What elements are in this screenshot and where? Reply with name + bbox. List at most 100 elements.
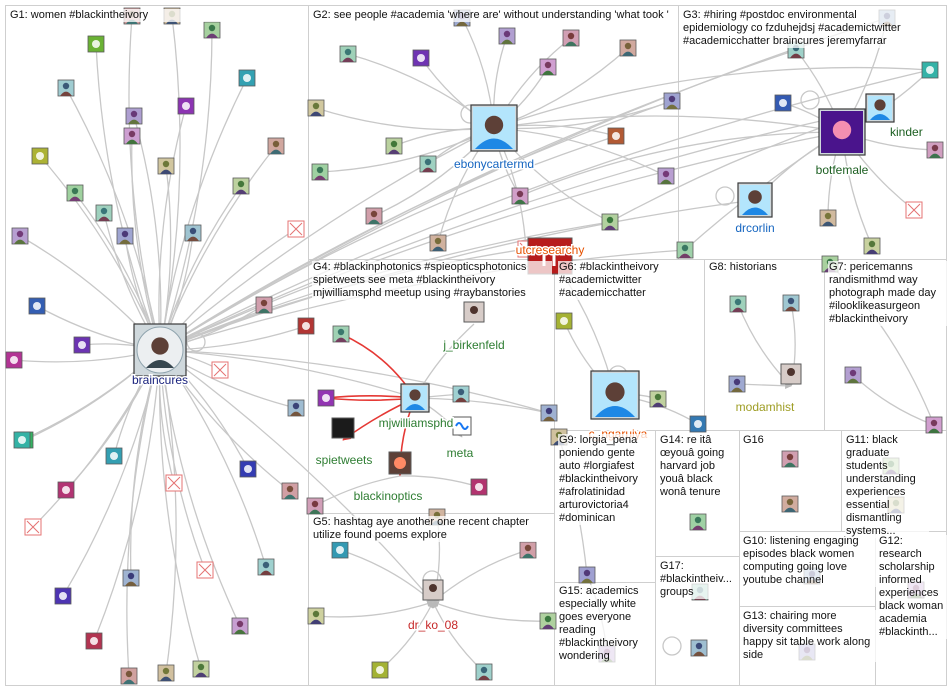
node-avatar[interactable] bbox=[371, 661, 389, 679]
node-avatar[interactable] bbox=[87, 35, 105, 53]
node-avatar[interactable] bbox=[470, 478, 488, 496]
node-avatar[interactable] bbox=[331, 541, 349, 559]
node-avatar[interactable] bbox=[11, 227, 29, 245]
node-avatar[interactable] bbox=[339, 45, 357, 63]
node-kinder[interactable] bbox=[865, 93, 895, 123]
node-avatar[interactable] bbox=[498, 27, 516, 45]
node-avatar[interactable] bbox=[475, 663, 493, 681]
node-ebonycartermd[interactable] bbox=[470, 104, 518, 152]
node-avatar[interactable] bbox=[412, 49, 430, 67]
node-avatar[interactable] bbox=[57, 481, 75, 499]
node-avatar[interactable] bbox=[165, 474, 183, 492]
node-avatar[interactable] bbox=[690, 639, 708, 657]
node-avatar[interactable] bbox=[196, 561, 214, 579]
node-avatar[interactable] bbox=[689, 415, 707, 433]
node-c_ngaruiya[interactable] bbox=[590, 370, 640, 420]
node-avatar[interactable] bbox=[540, 404, 558, 422]
node-avatar[interactable] bbox=[925, 416, 943, 434]
node-avatar[interactable] bbox=[287, 399, 305, 417]
node-avatar[interactable] bbox=[782, 294, 800, 312]
node-avatar[interactable] bbox=[125, 107, 143, 125]
node-avatar[interactable] bbox=[307, 99, 325, 117]
node-avatar[interactable] bbox=[676, 241, 694, 259]
node-avatar[interactable] bbox=[728, 375, 746, 393]
node-dr_ko_08[interactable] bbox=[422, 579, 444, 601]
node-braincures[interactable] bbox=[133, 323, 187, 377]
node-avatar[interactable] bbox=[28, 297, 46, 315]
node-avatar[interactable] bbox=[419, 155, 437, 173]
node-avatar[interactable] bbox=[306, 497, 324, 515]
node-blackinoptics[interactable] bbox=[388, 451, 412, 475]
node-avatar[interactable] bbox=[177, 97, 195, 115]
node-avatar[interactable] bbox=[607, 127, 625, 145]
node-avatar[interactable] bbox=[5, 351, 23, 369]
node-avatar[interactable] bbox=[238, 69, 256, 87]
node-avatar[interactable] bbox=[539, 58, 557, 76]
node-avatar[interactable] bbox=[562, 29, 580, 47]
node-avatar[interactable] bbox=[287, 220, 305, 238]
node-avatar[interactable] bbox=[511, 187, 529, 205]
node-avatar[interactable] bbox=[54, 587, 72, 605]
node-avatar[interactable] bbox=[192, 660, 210, 678]
node-meta[interactable] bbox=[452, 416, 472, 436]
node-botfemale[interactable] bbox=[818, 108, 866, 156]
node-avatar[interactable] bbox=[203, 21, 221, 39]
node-avatar[interactable] bbox=[297, 317, 315, 335]
node-avatar[interactable] bbox=[689, 513, 707, 531]
node-avatar[interactable] bbox=[729, 295, 747, 313]
node-avatar[interactable] bbox=[774, 94, 792, 112]
node-avatar[interactable] bbox=[317, 389, 335, 407]
node-avatar[interactable] bbox=[863, 237, 881, 255]
node-avatar[interactable] bbox=[519, 541, 537, 559]
node-modamhist[interactable] bbox=[780, 363, 802, 385]
node-avatar[interactable] bbox=[57, 79, 75, 97]
node-avatar[interactable] bbox=[385, 137, 403, 155]
node-avatar[interactable] bbox=[555, 312, 573, 330]
node-avatar[interactable] bbox=[601, 213, 619, 231]
node-avatar[interactable] bbox=[365, 207, 383, 225]
node-avatar[interactable] bbox=[255, 296, 273, 314]
node-avatar[interactable] bbox=[844, 366, 862, 384]
node-avatar[interactable] bbox=[307, 607, 325, 625]
node-avatar[interactable] bbox=[452, 385, 470, 403]
node-avatar[interactable] bbox=[663, 92, 681, 110]
node-avatar[interactable] bbox=[157, 157, 175, 175]
node-avatar[interactable] bbox=[120, 667, 138, 685]
node-avatar[interactable] bbox=[116, 227, 134, 245]
node-avatar[interactable] bbox=[781, 450, 799, 468]
node-avatar[interactable] bbox=[122, 569, 140, 587]
node-avatar[interactable] bbox=[66, 184, 84, 202]
node-avatar[interactable] bbox=[13, 431, 31, 449]
node-drcorlin[interactable] bbox=[737, 182, 773, 218]
node-avatar[interactable] bbox=[332, 325, 350, 343]
node-avatar[interactable] bbox=[232, 177, 250, 195]
node-avatar[interactable] bbox=[239, 460, 257, 478]
node-avatar[interactable] bbox=[231, 617, 249, 635]
node-avatar[interactable] bbox=[819, 209, 837, 227]
node-avatar[interactable] bbox=[926, 141, 944, 159]
node-avatar[interactable] bbox=[157, 664, 175, 682]
node-avatar[interactable] bbox=[257, 558, 275, 576]
node-avatar[interactable] bbox=[429, 234, 447, 252]
node-avatar[interactable] bbox=[311, 163, 329, 181]
node-avatar[interactable] bbox=[539, 612, 557, 630]
node-avatar[interactable] bbox=[95, 204, 113, 222]
node-avatar[interactable] bbox=[905, 201, 923, 219]
node-avatar[interactable] bbox=[123, 127, 141, 145]
node-avatar[interactable] bbox=[85, 632, 103, 650]
node-avatar[interactable] bbox=[657, 167, 675, 185]
node-mjwilliamsphd[interactable] bbox=[400, 383, 430, 413]
node-spietweets[interactable] bbox=[331, 417, 355, 439]
node-j_birkenfeld[interactable] bbox=[463, 301, 485, 323]
node-avatar[interactable] bbox=[619, 39, 637, 57]
node-avatar[interactable] bbox=[281, 482, 299, 500]
node-avatar[interactable] bbox=[24, 518, 42, 536]
node-avatar[interactable] bbox=[73, 336, 91, 354]
node-avatar[interactable] bbox=[921, 61, 939, 79]
node-avatar[interactable] bbox=[649, 390, 667, 408]
node-avatar[interactable] bbox=[211, 361, 229, 379]
node-avatar[interactable] bbox=[184, 224, 202, 242]
node-avatar[interactable] bbox=[781, 495, 799, 513]
node-avatar[interactable] bbox=[31, 147, 49, 165]
node-avatar[interactable] bbox=[267, 137, 285, 155]
